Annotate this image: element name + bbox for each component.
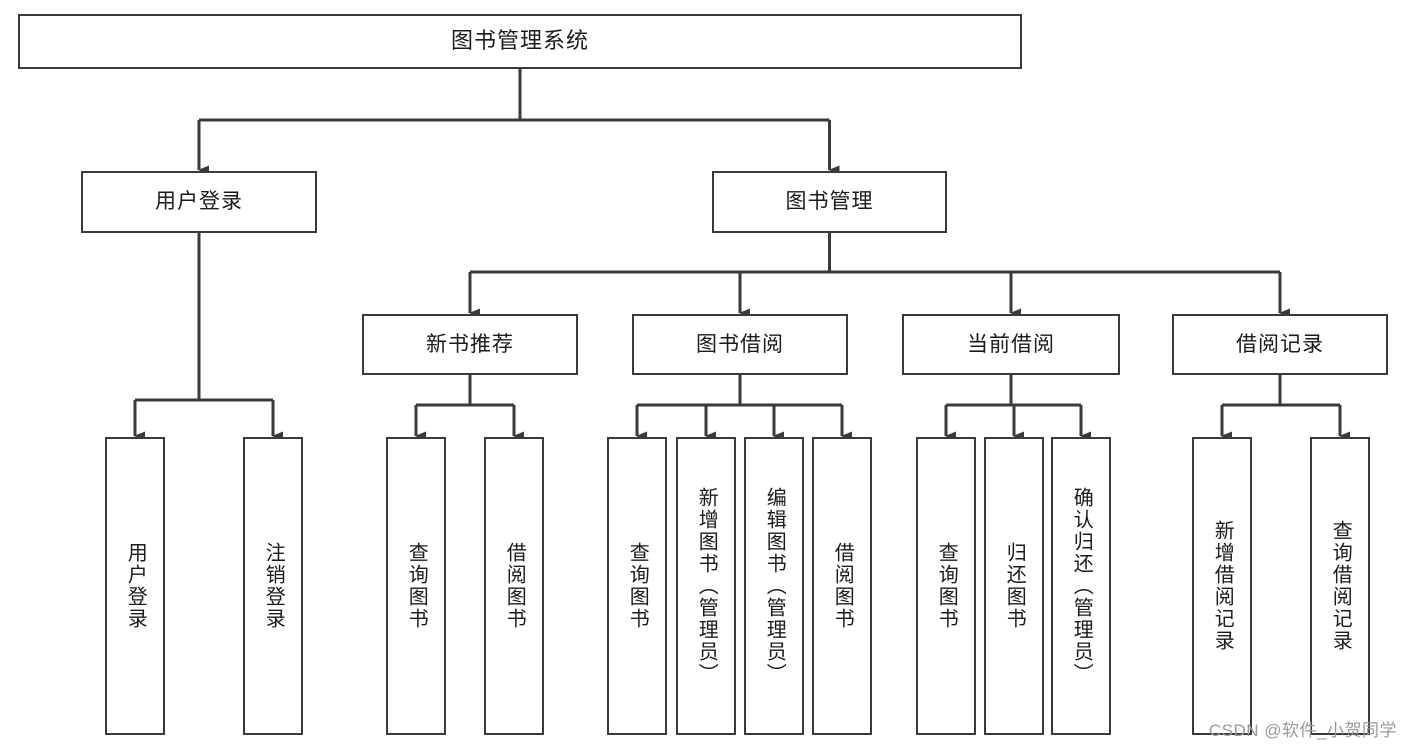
node-label: 借阅记录 — [1236, 332, 1324, 356]
node-label: 查询图书 — [405, 542, 428, 630]
node-label: 查询图书 — [626, 542, 649, 630]
node-label: 图书借阅 — [696, 332, 784, 356]
node-leaf-rec-borrow-book[interactable]: 借阅图书 — [484, 437, 544, 735]
node-label: 查询借阅记录 — [1329, 520, 1352, 652]
node-label: 图书管理系统 — [450, 28, 589, 54]
node-leaf-bb-borrow-book[interactable]: 借阅图书 — [812, 437, 872, 735]
node-label: 图书管理 — [785, 190, 874, 214]
node-label: 新增借阅记录 — [1211, 520, 1234, 652]
node-label: 确认归还（管理员） — [1070, 487, 1093, 685]
node-label: 查询图书 — [935, 542, 958, 630]
node-leaf-br-query-record[interactable]: 查询借阅记录 — [1310, 437, 1370, 735]
node-leaf-cb-query-book[interactable]: 查询图书 — [916, 437, 976, 735]
node-label: 编辑图书（管理员） — [763, 487, 786, 685]
node-leaf-cb-return-book[interactable]: 归还图书 — [984, 437, 1044, 735]
node-leaf-rec-query-book[interactable]: 查询图书 — [386, 437, 446, 735]
node-leaf-bb-edit-book[interactable]: 编辑图书（管理员） — [744, 437, 804, 735]
node-label: 新增图书（管理员） — [695, 487, 718, 685]
node-leaf-bb-query-book[interactable]: 查询图书 — [607, 437, 667, 735]
node-leaf-cb-confirm-return[interactable]: 确认归还（管理员） — [1051, 437, 1111, 735]
node-label: 用户登录 — [124, 542, 147, 630]
node-l2-current-borrow[interactable]: 当前借阅 — [902, 314, 1120, 375]
node-leaf-br-add-record[interactable]: 新增借阅记录 — [1192, 437, 1252, 735]
node-label: 归还图书 — [1003, 542, 1026, 630]
node-leaf-user-login[interactable]: 用户登录 — [105, 437, 165, 735]
node-l1-user-login[interactable]: 用户登录 — [81, 171, 317, 233]
node-label: 新书推荐 — [426, 332, 514, 356]
node-l2-new-book-rec[interactable]: 新书推荐 — [362, 314, 578, 375]
edge-group — [133, 69, 1350, 441]
node-l2-book-borrow[interactable]: 图书借阅 — [632, 314, 848, 375]
node-root[interactable]: 图书管理系统 — [18, 14, 1022, 69]
node-label: 当前借阅 — [967, 332, 1055, 356]
node-leaf-logout[interactable]: 注销登录 — [243, 437, 303, 735]
node-l2-borrow-record[interactable]: 借阅记录 — [1172, 314, 1388, 375]
node-label: 用户登录 — [155, 190, 243, 214]
node-label: 借阅图书 — [831, 542, 854, 630]
node-label: 注销登录 — [262, 542, 285, 630]
node-l1-book-manage[interactable]: 图书管理 — [712, 171, 947, 233]
watermark-label: CSDN @软件_小贺同学 — [1208, 721, 1397, 740]
node-leaf-bb-add-book[interactable]: 新增图书（管理员） — [676, 437, 736, 735]
node-label: 借阅图书 — [503, 542, 526, 630]
